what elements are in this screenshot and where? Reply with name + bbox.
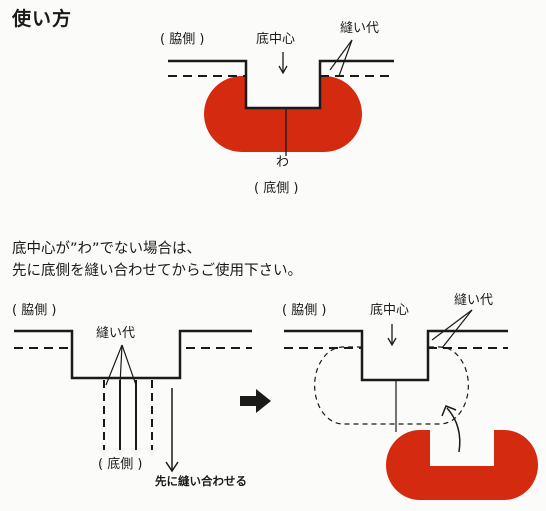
- left-seam-label: 縫い代: [96, 326, 136, 341]
- right-arrow-icon: [240, 389, 271, 413]
- top-diagram: [168, 39, 394, 156]
- top-fabric-outline: [168, 59, 394, 110]
- instruction-line-2: 先に底側を縫い合わせてからご使用下さい。: [12, 263, 302, 279]
- left-diagram: [14, 329, 252, 473]
- right-pad-outline: [314, 346, 469, 425]
- left-fabric-outline: [14, 329, 252, 380]
- top-bottom-label: ( 底側 ): [254, 181, 299, 196]
- sew-first-label: 先に縫い合わせる: [155, 474, 247, 488]
- top-side-label: ( 脇側 ): [160, 32, 205, 47]
- page-title: 使い方: [12, 8, 73, 30]
- top-center-label: 底中心: [256, 32, 296, 47]
- left-bottom-label: ( 底側 ): [98, 457, 143, 472]
- top-red-pad: [204, 76, 362, 152]
- top-seam-label: 縫い代: [340, 21, 380, 36]
- right-seam-label: 縫い代: [454, 293, 494, 308]
- right-red-pad: [386, 430, 538, 500]
- left-side-label: ( 脇側 ): [12, 303, 57, 318]
- right-fabric-outline: [284, 329, 508, 382]
- top-wa-label: わ: [276, 155, 290, 170]
- right-diagram: [284, 309, 538, 500]
- instruction-line-1: 底中心が”わ”でない場合は、: [12, 241, 202, 257]
- curved-arrow-icon: [446, 407, 461, 453]
- right-center-label: 底中心: [370, 303, 410, 318]
- right-side-label: ( 脇側 ): [282, 303, 327, 318]
